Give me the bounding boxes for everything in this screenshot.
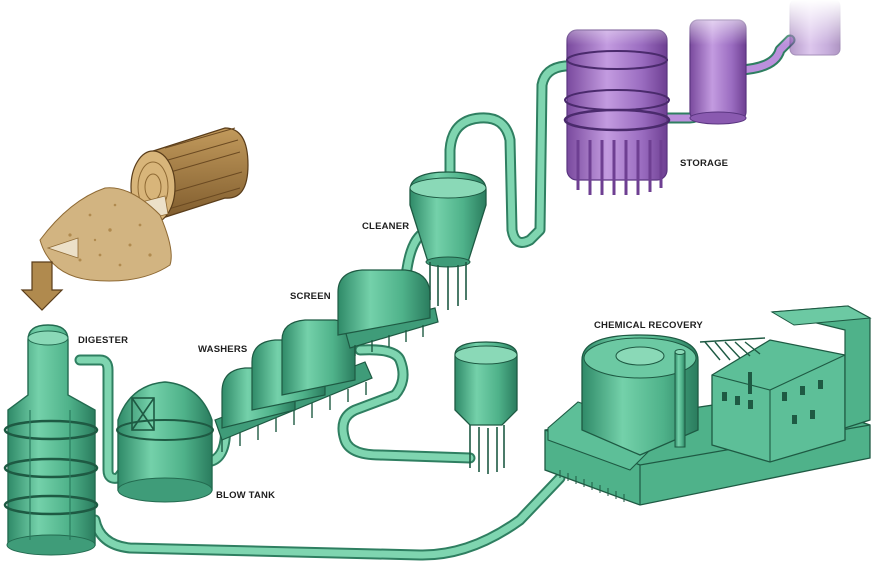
label-screen: SCREEN	[290, 291, 331, 302]
blow-tank: BLOW TANK	[116, 381, 275, 503]
wood-chip-pile	[39, 187, 172, 282]
label-storage: STORAGE	[680, 158, 728, 169]
flow-arrow	[20, 261, 64, 311]
screen: SCREEN	[290, 269, 439, 356]
intermediate-tank	[454, 341, 518, 474]
label-digester: DIGESTER	[78, 335, 128, 346]
label-blow-tank: BLOW TANK	[216, 490, 275, 501]
label-cleaner: CLEANER	[362, 221, 409, 232]
digester: DIGESTER	[3, 324, 128, 556]
chemical-recovery-plant: CHEMICAL RECOVERY	[544, 305, 872, 506]
label-chemical-recovery: CHEMICAL RECOVERY	[594, 320, 703, 331]
vent-grille	[559, 470, 625, 502]
recovery-building	[711, 339, 846, 463]
label-washers: WASHERS	[198, 344, 247, 355]
storage-tanks: STORAGE	[560, 0, 860, 195]
cleaner: CLEANER	[362, 171, 487, 310]
washers: WASHERS	[198, 319, 373, 452]
wood-log-and-chips	[20, 127, 249, 311]
